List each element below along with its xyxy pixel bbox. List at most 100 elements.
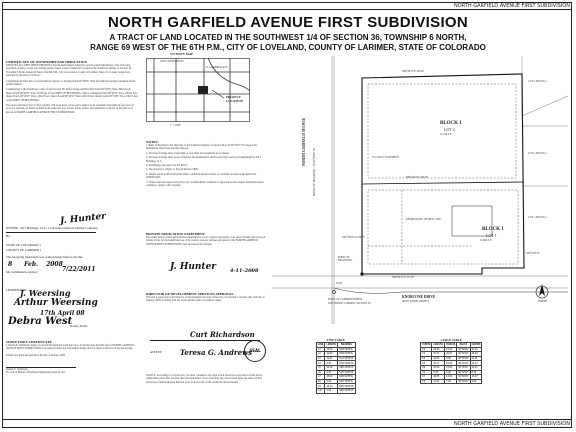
owner-label: OWNER: J & J Holdings, LLC, a Colorado L… <box>6 226 98 230</box>
vicinity-scale: 1" = 1000' <box>170 124 181 127</box>
lien-notary-signature: Debra West <box>8 316 73 327</box>
vicinity-map-drawing <box>146 57 252 122</box>
easement-note: 6' UTILITY EASEMENT <box>372 156 400 159</box>
private-ded-signature: J. Hunter <box>170 262 217 272</box>
commission-date: 7/22/2011 <box>62 266 96 273</box>
notary-state: STATE OF COLORADO ) <box>6 243 41 247</box>
line-table-row-cell: 5.00 <box>324 387 339 394</box>
legal-description: Commencing at the Southwest corner of sa… <box>6 88 138 102</box>
curve-table-caption: CURVE TABLE <box>440 338 462 342</box>
adjacent-lot-3: LOT 1, BLOCK 1 <box>528 216 547 219</box>
dim-mid: N89°40'55"E 200.00' <box>406 176 429 179</box>
line-table-row-cell: S89°40'55"W <box>337 387 356 394</box>
adjacent-lot-1: LOT 3, BLOCK 1 <box>528 80 547 83</box>
commission-label: My commission expires: <box>6 270 38 274</box>
private-ded-text: The owner hereby grants and dedicates ea… <box>146 236 266 246</box>
cert-heading: CERTIFICATE OF OWNERSHIP AND DEDICATION <box>6 60 88 64</box>
director-signature: Curt Richardson <box>190 330 255 339</box>
city-seal: SEAL <box>244 340 266 362</box>
north-label: NORTH <box>538 300 547 303</box>
block1-top-label: BLOCK 1 <box>440 121 462 126</box>
plat-drawing: N89°40'55"E 200.00' N89°40'55"E 200.00' … <box>272 56 569 324</box>
vicinity-street-2: N. GARFIELD AVE. <box>206 66 229 69</box>
note-item: 6. Subject parcel is affected by the ter… <box>146 172 257 180</box>
lien-date: 17th April 08 <box>40 310 85 317</box>
dim-note: 30.00' <box>336 282 343 285</box>
note-item: 4. Preliminary plat approved: PZ-08-01. <box>146 164 188 168</box>
dim-west: N00°19'05"W 236.07' <box>342 236 365 239</box>
plat-svg <box>272 56 569 324</box>
notary-county: COUNTY OF LARIMER ) <box>6 248 42 252</box>
surveyor-text: I, Dennis E. Orthmann, being a Colorado … <box>6 344 135 351</box>
basis-text: Considering the West line of said Southw… <box>6 79 136 87</box>
sheet-border <box>2 2 572 428</box>
line-table-row-cell: L10 <box>315 387 326 394</box>
note-item: 5. The property is subject to Special Re… <box>146 168 199 172</box>
basis-of-bearing-label: BASIS OF BEARING - N 00°19'05" W <box>312 147 316 196</box>
director-sig-line <box>150 340 260 341</box>
surveyor-sig-line <box>6 367 76 368</box>
owner-sig-line <box>6 232 96 233</box>
header-bar-label: NORTH GARFIELD AVENUE FIRST SUBDIVISION <box>454 3 570 9</box>
lot1-label: LOT 1 <box>486 233 497 238</box>
curve-table-row-cell: 11.00 <box>431 378 446 385</box>
footer-rule <box>2 419 572 420</box>
dev-services-approval: DIRECTOR OF DEVELOPMENT SERVICES APPROVA… <box>146 292 268 303</box>
vicinity-street-1: WEST 29TH STREET <box>160 60 184 63</box>
lot2-label: LOT 2 <box>444 127 455 132</box>
curve-table-row-cell: 90°00'00" <box>456 378 471 385</box>
contains-text: The above described tract of land contai… <box>6 104 134 114</box>
street-bottom-label: KNOBCONE DRIVE <box>402 295 436 299</box>
ack-date-row: 8 Feb. 2008 <box>8 261 63 268</box>
subdivision-boundary <box>361 73 525 275</box>
block1-bottom-label: BLOCK 1 <box>482 227 504 232</box>
curve-table-row-cell: 9.90 <box>469 378 483 385</box>
poc-sub-label: SOUTHWEST CORNER, SECTION 36 <box>328 302 371 305</box>
ack-year: 2008 <box>46 261 63 268</box>
ownership-certificate: CERTIFICATE OF OWNERSHIP AND DEDICATION … <box>6 60 138 114</box>
cert-body: KNOW BY ALL MEN THESE PRESENTS that the … <box>6 64 132 78</box>
lot-line <box>361 181 525 185</box>
dev-services-heading: DIRECTOR OF DEVELOPMENT SERVICES APPROVA… <box>146 292 234 296</box>
ack-month: Feb. <box>24 261 39 268</box>
curve-table-row-cell: 7.00 <box>444 378 458 385</box>
dev-services-text: This plat is approved by the Director of… <box>146 296 265 303</box>
note-item: 3. All street frontage lines, sewer, irr… <box>146 156 262 163</box>
note-item: 7. Unless otherwise approved by the City… <box>146 180 264 188</box>
curve-table-row-cell: C8 <box>419 378 433 385</box>
drainage-note: RESERVATION OF WELL SITE <box>406 218 441 221</box>
lot2-area: 22,016 S.F. <box>440 133 452 136</box>
dim-bottom: N89°40'55"E 211.06' <box>392 276 414 279</box>
vicinity-map: PROJECT LOCATION WEST 29TH STREET N. GAR… <box>146 57 252 122</box>
dim-east: S00°19'05"E <box>526 252 540 255</box>
dim-top: N89°40'55"E 200.00' <box>402 70 425 73</box>
notary-public-label: Notary Public <box>70 324 88 328</box>
street-bottom-sub: (ROW WIDTH VARIES) <box>402 300 429 303</box>
surveyor-name: Dennis E. Orthmann <box>6 367 28 371</box>
attest-label: ATTEST: <box>150 350 163 354</box>
surveyor-certificate: SURVEYOR'S CERTIFICATE I, Dennis E. Orth… <box>6 340 138 375</box>
attest-signature: Teresa G. Andrews <box>180 348 253 357</box>
by-label: By: <box>6 234 11 238</box>
project-location-label: PROJECT LOCATION <box>226 95 244 103</box>
plat-subtitle: A TRACT OF LAND LOCATED IN THE SOUTHWEST… <box>0 33 576 52</box>
private-ded-date: 4-11-2008 <box>230 268 259 274</box>
note-item: 2. All street frontage lines, street rig… <box>146 151 230 155</box>
private-dedication: PRIVATE DEDICATION STATEMENT The owner h… <box>146 232 268 246</box>
project-location-marker <box>198 86 208 94</box>
private-ded-heading: PRIVATE DEDICATION STATEMENT <box>146 232 205 236</box>
subtitle-line-2: RANGE 69 WEST OF THE 6TH P.M., CITY OF L… <box>90 42 486 52</box>
pob-label: POINT OF BEGINNING <box>338 256 353 263</box>
surveyor-date: Witness my hand and seal this 13th day o… <box>6 353 65 357</box>
curve-table: CURVE TABLE CURVE LENGTH RADIUS DELTA CH… <box>419 338 483 385</box>
lienholder-label: LIENHOLDER: <box>6 288 28 292</box>
notary-signature: J. Weersing <box>20 288 71 298</box>
surveyor-heading: SURVEYOR'S CERTIFICATE <box>6 340 52 344</box>
lot1-area: 24,994 S.F. <box>480 239 492 242</box>
